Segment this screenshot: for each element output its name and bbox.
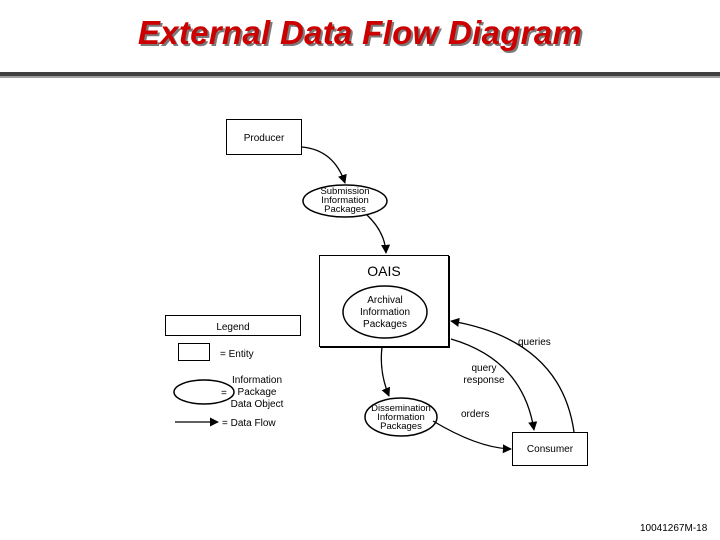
query-response-line-2: response [463, 375, 505, 386]
legend-package-line-3: Data Object [230, 399, 284, 410]
query-response-label: query response [458, 363, 510, 387]
legend-data-flow-label: = Data Flow [222, 418, 276, 429]
legend-entity-sample [178, 343, 210, 361]
archival-package-label: Archival Information Packages [343, 295, 427, 331]
submission-to-oais-flow [366, 214, 391, 254]
orders-label: orders [461, 409, 490, 420]
archival-line-3: Packages [363, 319, 407, 330]
legend-package-line-1: Information [231, 375, 283, 386]
submission-line-1: Submission [320, 186, 370, 197]
queries-label: queries [518, 337, 551, 348]
queries-flow [450, 317, 575, 433]
title-rule [0, 72, 720, 76]
legend-box [165, 315, 301, 336]
consumer-entity [512, 432, 588, 466]
legend-package-line-2: Package [237, 387, 277, 398]
legend-title: Legend [216, 322, 250, 333]
submission-line-3: Packages [324, 204, 366, 215]
archival-package-ellipse [342, 285, 428, 339]
dissemination-line-2: Information [377, 412, 425, 423]
slide-number: 10041267M-18 [640, 523, 708, 534]
legend-package-label: Information Package Data Object [226, 375, 288, 411]
dissemination-line-3: Packages [380, 421, 422, 432]
dissemination-package-label: Dissemination Information Packages [361, 403, 441, 432]
archival-line-2: Information [359, 307, 411, 318]
producer-entity [226, 119, 302, 155]
submission-package-ellipse [302, 184, 388, 218]
query-response-line-1: query [471, 363, 497, 374]
consumer-label: Consumer [526, 444, 574, 455]
producer-to-submission-flow [301, 146, 347, 184]
archival-line-1: Archival [367, 295, 403, 306]
submission-line-2: Information [321, 195, 369, 206]
query-response-flow [450, 338, 538, 431]
oais-label: OAIS [367, 263, 401, 279]
dissemination-package-ellipse [364, 397, 438, 437]
legend-package-ellipse [173, 379, 235, 405]
dissemination-to-consumer-flow [432, 420, 512, 454]
producer-label: Producer [243, 133, 285, 144]
slide-title: External Data Flow Diagram [137, 14, 583, 51]
legend-package-equals: = [221, 388, 227, 399]
dissemination-line-1: Dissemination [371, 403, 431, 414]
oais-to-dissemination-flow [380, 346, 391, 397]
submission-package-label: Submission Information Packages [303, 186, 387, 215]
title-rule-shadow [0, 76, 720, 78]
legend-entity-label: = Entity [220, 349, 254, 360]
